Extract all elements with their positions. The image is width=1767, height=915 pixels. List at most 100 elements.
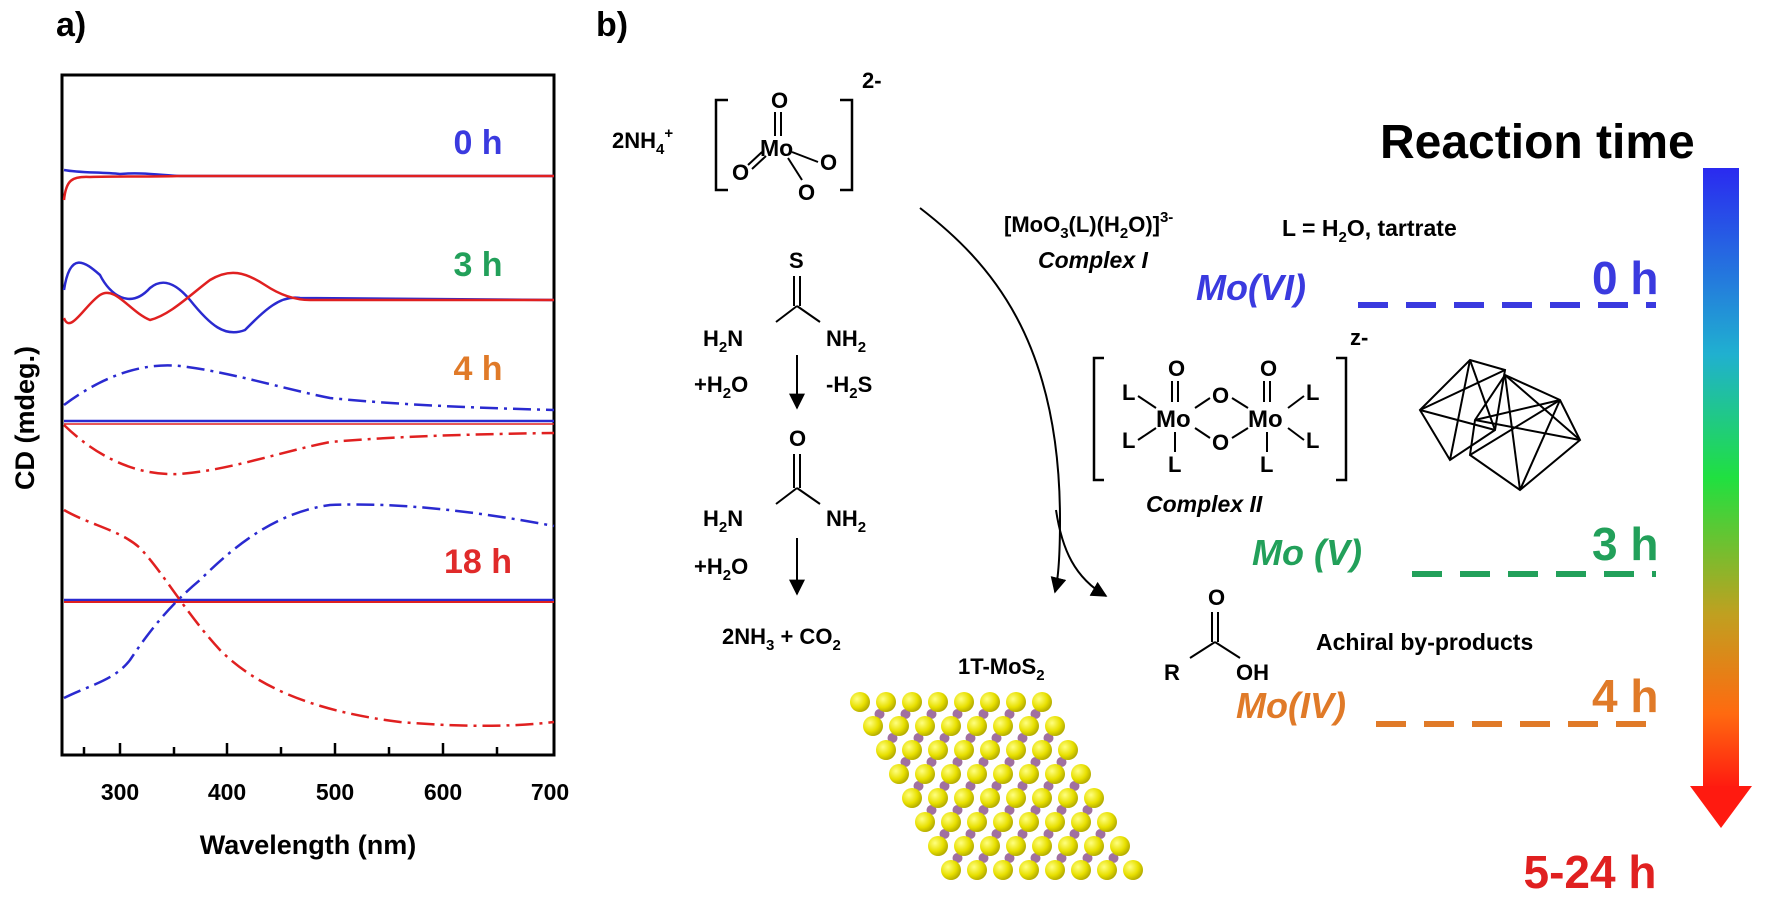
s-atom — [1045, 860, 1065, 880]
thiourea-s: S — [789, 248, 804, 273]
mo-atom — [887, 733, 898, 743]
mo-atom — [965, 829, 976, 839]
s-atom — [902, 692, 922, 712]
mo-atom — [1108, 853, 1119, 863]
s-atom — [967, 764, 987, 784]
mo-atom — [965, 781, 976, 791]
s-atom — [1019, 716, 1039, 736]
s-atom — [1084, 836, 1104, 856]
complex1-formula: [MoO3(L)(H2O)]3- — [1004, 209, 1173, 242]
ligand-l: L — [1122, 428, 1135, 453]
panel-a-label: a) — [56, 6, 86, 44]
s-atom — [980, 788, 1000, 808]
mo-atom — [978, 805, 989, 815]
mo-atom — [1095, 829, 1106, 839]
s-atom — [1019, 812, 1039, 832]
mo-atom — [978, 853, 989, 863]
s-atom — [1058, 740, 1078, 760]
s-atom — [954, 836, 974, 856]
s-atom — [1045, 812, 1065, 832]
s-atom — [941, 860, 961, 880]
x-tick-label: 700 — [531, 779, 569, 805]
state-mo-iv: Mo(IV) 4 h — [1236, 670, 1658, 727]
plus-water-2: +H2O — [694, 554, 748, 584]
mo-atom — [1069, 829, 1080, 839]
acid-oh: OH — [1236, 660, 1269, 685]
thiourea: S H2N NH2 — [703, 248, 866, 356]
nh2-right: NH2 — [826, 326, 866, 356]
time-label-4h: 4 h — [453, 350, 502, 388]
reaction-time-arrowhead — [1690, 786, 1752, 828]
mo-atom — [1030, 709, 1041, 719]
s-atom — [954, 788, 974, 808]
trace-0h-red — [62, 174, 554, 201]
mo-atom — [1056, 805, 1067, 815]
ligand-l: L — [1260, 452, 1273, 477]
s-atom — [889, 764, 909, 784]
s-atom — [993, 812, 1013, 832]
s-atom — [967, 812, 987, 832]
mo-atom — [1004, 709, 1015, 719]
s-atom — [1071, 860, 1091, 880]
s-atom — [915, 716, 935, 736]
s-atom — [915, 764, 935, 784]
s-atom — [876, 692, 896, 712]
ligand-l: L — [1122, 380, 1135, 405]
mo-atom — [1069, 781, 1080, 791]
s-atom — [1032, 836, 1052, 856]
s-atom — [1071, 764, 1091, 784]
mo-atom — [900, 709, 911, 719]
mo-atom — [1043, 781, 1054, 791]
s-atom — [1045, 716, 1065, 736]
s-atom — [941, 764, 961, 784]
s-atom — [980, 692, 1000, 712]
s-atom — [876, 740, 896, 760]
mo-atom — [874, 709, 885, 719]
oxo-top: O — [771, 88, 788, 113]
left-bracket — [714, 98, 728, 192]
s-atom — [1032, 692, 1052, 712]
s-atom — [1006, 836, 1026, 856]
mo-atom — [1082, 805, 1093, 815]
x-tick-labels: 300 400 500 600 700 — [101, 779, 569, 805]
panel-b-label: b) — [596, 6, 628, 44]
s-atom — [1019, 860, 1039, 880]
mo-atom — [952, 757, 963, 767]
mo-atom — [1056, 853, 1067, 863]
trace-18h-blue-dashdot — [63, 503, 555, 700]
x-tick-label: 400 — [208, 779, 246, 805]
s-atom — [941, 716, 961, 736]
mo-atom — [952, 709, 963, 719]
mo-atom — [1017, 781, 1028, 791]
oxo-right-top: O — [1260, 356, 1277, 381]
mo-atom — [1043, 829, 1054, 839]
x-tick-label: 600 — [424, 779, 462, 805]
mo-atom — [913, 781, 924, 791]
mo-atom — [978, 709, 989, 719]
oxo-left: O — [732, 160, 749, 185]
arrow-to-mos2 — [919, 207, 1067, 594]
acid-r: R — [1164, 660, 1180, 685]
right-bracket — [840, 98, 854, 192]
species-mo-iv: Mo(IV) — [1236, 685, 1346, 726]
mo-atom — [991, 733, 1002, 743]
complex2-charge: z- — [1350, 325, 1368, 350]
species-mo-vi: Mo(VI) — [1196, 267, 1306, 308]
mo-left: Mo — [1156, 406, 1191, 433]
ammonium-text: 2NH4+ — [612, 125, 673, 158]
s-atom — [928, 836, 948, 856]
s-atom — [1058, 788, 1078, 808]
mo-atom — [1030, 805, 1041, 815]
s-atom — [993, 860, 1013, 880]
s-atom — [863, 716, 883, 736]
complex2-structure: z- Mo Mo O O O O L L L L L L — [1092, 325, 1368, 482]
arrow-to-byproducts — [1055, 509, 1108, 597]
charge-2minus: 2- — [862, 68, 882, 93]
mo-right: Mo — [1248, 406, 1283, 433]
trace-4h-red-dashdot — [63, 424, 555, 476]
mo-atom — [913, 733, 924, 743]
s-atom — [928, 692, 948, 712]
mo-atom — [1030, 853, 1041, 863]
oxo-left-top: O — [1168, 356, 1185, 381]
